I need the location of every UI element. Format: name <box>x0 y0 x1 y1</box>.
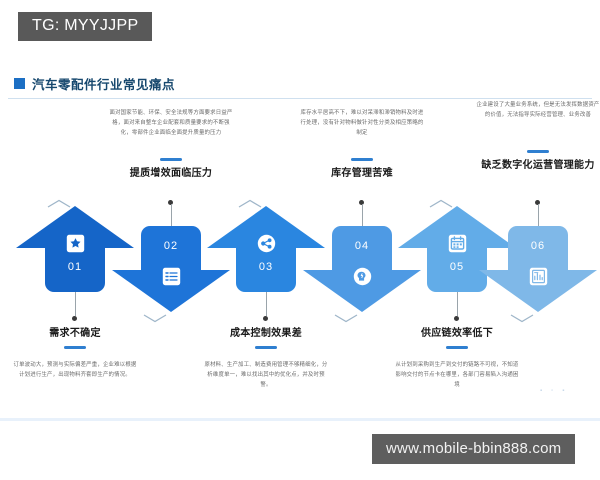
step-connector-dot <box>535 200 540 205</box>
step-heading: 供应链效率低下 <box>420 328 494 339</box>
step-arrow-shape: 05 <box>398 206 516 292</box>
step-arrow-shape: 04 <box>303 226 421 312</box>
step-number: 04 <box>354 240 370 252</box>
chevron-up-accent-icon <box>238 199 262 208</box>
step-connector-line <box>170 204 172 226</box>
step-paragraph: 库存水平居高不下，难以对呆滞和滞销物料及时进行处理，没有针对物料做针对性分类及相… <box>300 110 424 136</box>
url-watermark: www.mobile-bbin888.com <box>372 434 576 464</box>
chevron-up-accent-icon <box>429 199 453 208</box>
arrow-shaft <box>508 226 568 270</box>
arrow-shaft <box>332 226 392 270</box>
star-icon <box>65 233 85 253</box>
step-paragraph: 面对国家节能、环保、安全法规等方面要求日益严格，面对来自整车企业配套和质量要求的… <box>109 110 233 136</box>
report-chart-icon <box>528 266 548 286</box>
arrow-shaft <box>45 248 105 292</box>
page-title: 汽车零配件行业常见痛点 <box>32 78 176 92</box>
step-item-02: 面对国家节能、环保、安全法规等方面要求日益严格，面对来自整车企业配套和质量要求的… <box>96 58 246 418</box>
step-paragraph: 企业建设了大量业务系统，但是无法发挥数据资产的价值，无法指导实际经营管理、业务改… <box>476 102 600 118</box>
step-accent-bar <box>255 346 277 350</box>
checklist-icon <box>161 266 181 286</box>
step-connector-line <box>456 292 458 316</box>
step-arrow-shape: 06 <box>479 226 597 312</box>
step-item-03: 03 成本控制效果差 原材料、生产加工、制造费用管理不够精细化，分析维度单一，难… <box>191 58 341 418</box>
step-paragraph: 订单波动大，预测与实际偏差严重，企业难以根据计划进行生产，出现物料齐套即生产的情… <box>13 362 137 378</box>
brain-head-icon <box>352 266 372 286</box>
step-number: 01 <box>67 261 83 273</box>
step-arrow-shape: 02 <box>112 226 230 312</box>
step-connector-line <box>74 292 76 316</box>
step-connector-dot <box>72 316 77 321</box>
step-connector-line <box>361 204 363 226</box>
step-paragraph: 原材料、生产加工、制造费用管理不够精细化，分析维度单一，难以找出其中的优化点，并… <box>204 362 328 388</box>
tg-watermark: TG: MYYJJPP <box>18 12 153 41</box>
chevron-up-accent-icon <box>47 199 71 208</box>
step-accent-bar <box>446 346 468 350</box>
step-accent-bar <box>527 150 549 154</box>
step-connector-line <box>537 204 539 226</box>
step-number: 06 <box>530 240 546 252</box>
share-network-icon <box>256 233 276 253</box>
steps-container: 01 需求不确定 订单波动大，预测与实际偏差严重，企业难以根据计划进行生产，出现… <box>0 58 600 418</box>
step-arrow-shape: 01 <box>16 206 134 292</box>
step-accent-bar <box>351 158 373 162</box>
step-heading: 库存管理苦难 <box>331 168 393 179</box>
step-heading: 成本控制效果差 <box>229 328 303 339</box>
page-dot: ▫ <box>551 388 554 394</box>
step-connector-dot <box>168 200 173 205</box>
step-heading: 缺乏数字化运营管理能力 <box>481 160 595 171</box>
step-item-01: 01 需求不确定 订单波动大，预测与实际偏差严重，企业难以根据计划进行生产，出现… <box>0 58 150 418</box>
step-heading: 提质增效面临压力 <box>129 168 213 179</box>
page-indicator: ▪ ▫ ▪ <box>540 388 564 394</box>
step-number: 02 <box>163 240 179 252</box>
page-dot: ▪ <box>562 388 565 394</box>
step-connector-line <box>265 292 267 316</box>
step-connector-dot <box>263 316 268 321</box>
step-item-04: 库存水平居高不下，难以对呆滞和滞销物料及时进行处理，没有针对物料做针对性分类及相… <box>287 58 437 418</box>
step-accent-bar <box>64 346 86 350</box>
step-paragraph: 从计划到采购到生产到交付的链路不可视，不知道影响交付的节点卡在哪里，各部门容易陷… <box>395 362 519 388</box>
step-item-05: 05 供应链效率低下 从计划到采购到生产到交付的链路不可视，不知道影响交付的节点… <box>382 58 532 418</box>
arrow-shaft <box>141 226 201 270</box>
chevron-down-accent-icon <box>510 314 534 323</box>
step-number: 03 <box>258 261 274 273</box>
chevron-down-accent-icon <box>334 314 358 323</box>
slide-title-row: 汽车零配件行业常见痛点 <box>14 74 175 93</box>
slide-body: 汽车零配件行业常见痛点 ▪ ▫ ▪ 01 <box>0 58 600 421</box>
step-connector-dot <box>454 316 459 321</box>
chevron-down-accent-icon <box>143 314 167 323</box>
title-divider <box>8 98 592 99</box>
page-dot: ▪ <box>540 388 543 394</box>
step-number: 05 <box>449 261 465 273</box>
arrow-shaft <box>236 248 296 292</box>
calendar-icon <box>447 233 467 253</box>
step-arrow-shape: 03 <box>207 206 325 292</box>
square-bullet-icon <box>14 78 25 89</box>
step-connector-dot <box>359 200 364 205</box>
step-item-06: 企业建设了大量业务系统，但是无法发挥数据资产的价值，无法指导实际经营管理、业务改… <box>463 58 600 418</box>
step-heading: 需求不确定 <box>49 328 101 339</box>
arrow-shaft <box>427 248 487 292</box>
step-accent-bar <box>160 158 182 162</box>
